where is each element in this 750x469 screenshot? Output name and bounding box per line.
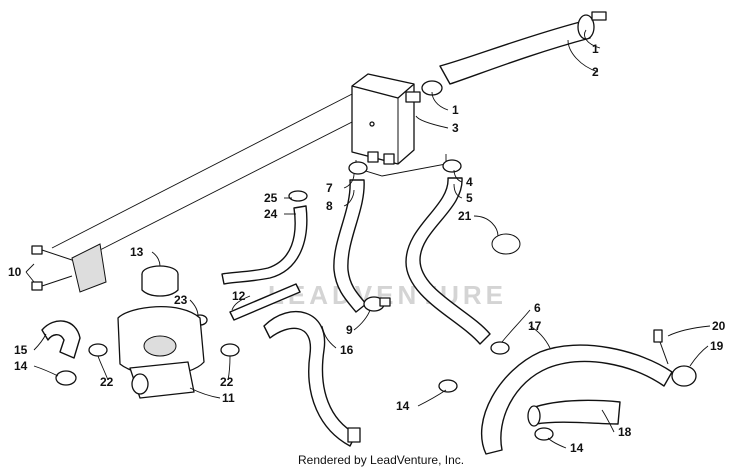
upper-hose	[439, 21, 591, 85]
callout-14: 14	[14, 359, 28, 373]
leader-line	[99, 119, 357, 251]
callout-9: 9	[346, 323, 353, 337]
hose-clamp-22a	[88, 343, 108, 357]
callout-19: 19	[710, 339, 724, 353]
hose-clamp-6	[490, 341, 510, 355]
callout-11: 11	[222, 391, 235, 405]
callout-1: 1	[592, 42, 599, 56]
callout-labels: 1 2 1 3 4 5 21 7 8 25 24 13 10 23 12 9 1…	[8, 42, 726, 455]
tube-12	[229, 283, 301, 321]
hose-clamp-22b	[220, 343, 240, 357]
hose-18-end	[527, 405, 541, 427]
callout-4: 4	[466, 175, 473, 189]
hose-clamp-14c	[534, 427, 554, 441]
callout-8: 8	[326, 199, 333, 213]
callout-20: 20	[712, 319, 726, 333]
render-credit: Rendered by LeadVenture, Inc.	[298, 453, 464, 467]
hose-fitting-16	[347, 427, 361, 443]
clip-19	[671, 365, 697, 387]
callout-16: 16	[340, 343, 354, 357]
hose-clamp-9	[363, 296, 391, 312]
callout-leaders	[25, 29, 711, 449]
callout-3: 3	[452, 121, 459, 135]
callout-23: 23	[174, 293, 188, 307]
callout-22: 22	[100, 375, 114, 389]
callout-6: 6	[534, 301, 541, 315]
callout-22: 22	[220, 375, 234, 389]
mounting-bracket	[71, 243, 107, 293]
thermostat-housing	[351, 73, 421, 165]
callout-12: 12	[232, 289, 246, 303]
hose-clamp-14b	[438, 379, 458, 393]
leader-line	[51, 91, 357, 249]
hose-5	[405, 177, 491, 345]
hose-clamp-25	[288, 190, 308, 202]
bolt-20	[653, 329, 669, 365]
hose-clamp-4	[442, 159, 462, 173]
hose-17	[480, 344, 673, 455]
callout-7: 7	[326, 181, 333, 195]
callout-18: 18	[618, 425, 632, 439]
callout-2: 2	[592, 65, 599, 79]
hose-16	[263, 310, 357, 447]
hose-clamp-top	[577, 11, 607, 40]
callout-14: 14	[570, 441, 584, 455]
hose-clamp-14a	[55, 370, 77, 386]
callout-21: 21	[458, 209, 472, 223]
hose-24	[221, 205, 308, 285]
hose-18	[531, 399, 621, 425]
coolant-reservoir	[117, 306, 205, 399]
callout-24: 24	[264, 207, 278, 221]
callout-15: 15	[14, 343, 28, 357]
callout-13: 13	[130, 245, 144, 259]
reservoir-cap	[141, 265, 179, 297]
elbow-hose-15	[41, 320, 81, 359]
spring-clip-21	[491, 233, 521, 255]
bolt-10	[31, 245, 79, 291]
callout-1: 1	[452, 103, 459, 117]
callout-14: 14	[396, 399, 410, 413]
callout-10: 10	[8, 265, 22, 279]
hose-clamp-7	[348, 161, 368, 175]
callout-25: 25	[264, 191, 278, 205]
callout-5: 5	[466, 191, 473, 205]
callout-17: 17	[528, 319, 542, 333]
